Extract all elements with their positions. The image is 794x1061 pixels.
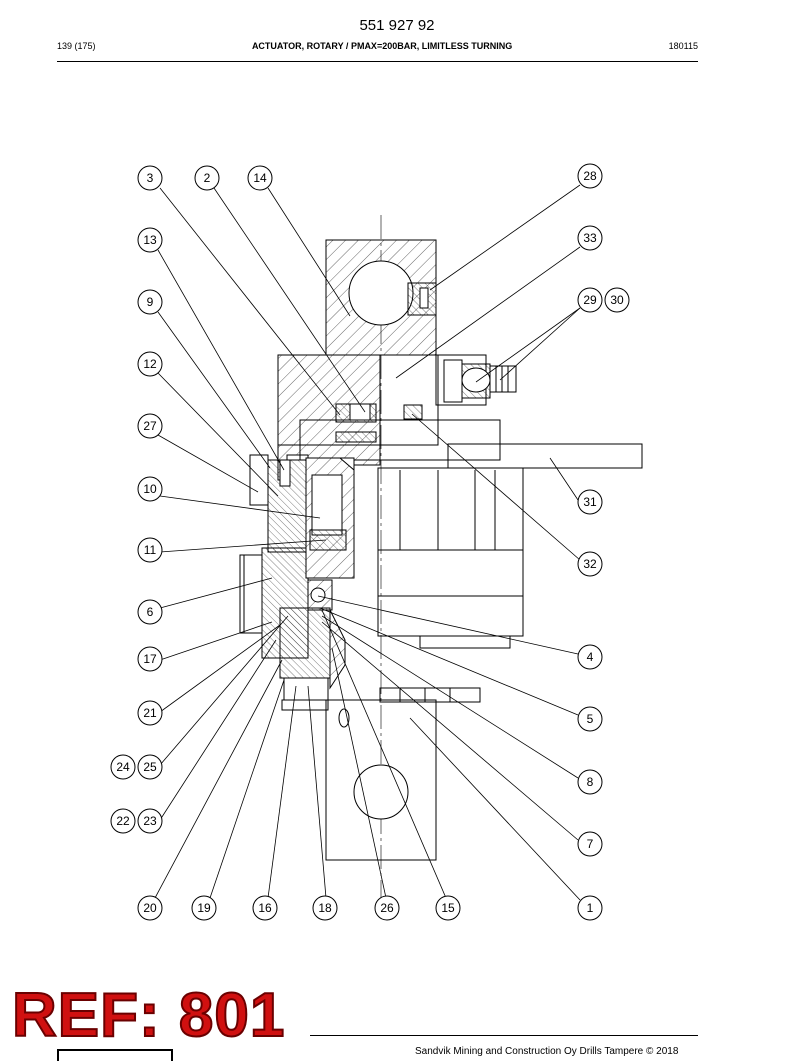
callout-label: 1 [587, 901, 594, 915]
callout-32: 32 [577, 551, 603, 577]
brand-logo [57, 1049, 173, 1061]
callout-31: 31 [577, 489, 603, 515]
callout-label: 14 [253, 171, 267, 185]
callout-12: 12 [137, 351, 163, 377]
assembly-outline [239, 215, 643, 905]
callout-label: 29 [583, 293, 597, 307]
callout-label: 32 [583, 557, 597, 571]
reference-stamp: REF: 801 [11, 981, 286, 1050]
document-number: 551 927 92 [359, 17, 435, 34]
callout-label: 28 [583, 169, 597, 183]
callout-label: 10 [143, 482, 157, 496]
page-header: 139 (175) ACTUATOR, ROTARY / PMAX=200BAR… [57, 41, 698, 51]
header-rule [57, 61, 698, 62]
callout-7: 7 [577, 831, 603, 857]
callout-8: 8 [577, 769, 603, 795]
callout-label: 33 [583, 231, 597, 245]
callout-28: 28 [577, 163, 603, 189]
callout-26: 26 [374, 895, 400, 921]
callout-1: 1 [577, 895, 603, 921]
footer-copyright: Sandvik Mining and Construction Oy Drill… [415, 1046, 679, 1057]
callout-25: 25 [137, 754, 163, 780]
callout-label: 3 [147, 171, 154, 185]
revision-code: 180115 [668, 41, 698, 51]
callout-label: 6 [147, 605, 154, 619]
callout-label: 27 [143, 419, 157, 433]
callout-27: 27 [137, 413, 163, 439]
callout-label: 15 [441, 901, 455, 915]
callout-21: 21 [137, 700, 163, 726]
callout-label: 17 [143, 652, 157, 666]
callout-3: 3 [137, 165, 163, 191]
callout-label: 11 [144, 543, 157, 557]
callout-label: 16 [258, 901, 272, 915]
callout-4: 4 [577, 644, 603, 670]
callout-23: 23 [137, 808, 163, 834]
callout-label: 19 [197, 901, 211, 915]
page-number: 139 (175) [57, 41, 96, 51]
callout-13: 13 [137, 227, 163, 253]
callout-label: 7 [587, 837, 594, 851]
callout-9: 9 [137, 289, 163, 315]
callout-balloons: 3 2 14 28 13 33 9 29 30 12 27 10 31 11 3… [110, 163, 630, 921]
callout-19: 19 [191, 895, 217, 921]
callout-20: 20 [137, 895, 163, 921]
callout-2: 2 [194, 165, 220, 191]
drawing-title: ACTUATOR, ROTARY / PMAX=200BAR, LIMITLES… [251, 41, 513, 51]
callout-label: 2 [204, 171, 211, 185]
callout-5: 5 [577, 706, 603, 732]
callout-label: 12 [143, 357, 157, 371]
callout-label: 8 [587, 775, 594, 789]
leader-lines [154, 184, 581, 901]
callout-11: 11 [137, 537, 163, 563]
callout-label: 20 [143, 901, 157, 915]
callout-label: 23 [143, 814, 157, 828]
callout-label: 30 [610, 293, 624, 307]
callout-label: 31 [583, 495, 597, 509]
callout-15: 15 [435, 895, 461, 921]
footer-rule [310, 1035, 698, 1036]
callout-22: 22 [110, 808, 136, 834]
callout-10: 10 [137, 476, 163, 502]
callout-17: 17 [137, 646, 163, 672]
callout-label: 4 [587, 650, 594, 664]
callout-label: 25 [143, 760, 157, 774]
callout-30: 30 [604, 287, 630, 313]
callout-29: 29 [577, 287, 603, 313]
callout-24: 24 [110, 754, 136, 780]
callout-6: 6 [137, 599, 163, 625]
callout-14: 14 [247, 165, 273, 191]
callout-label: 24 [116, 760, 130, 774]
callout-label: 13 [143, 233, 157, 247]
callout-16: 16 [252, 895, 278, 921]
callout-label: 18 [318, 901, 332, 915]
callout-label: 21 [143, 706, 157, 720]
callout-label: 9 [147, 295, 154, 309]
callout-label: 22 [116, 814, 130, 828]
callout-label: 26 [380, 901, 394, 915]
callout-33: 33 [577, 225, 603, 251]
callout-18: 18 [312, 895, 338, 921]
callout-label: 5 [587, 712, 594, 726]
